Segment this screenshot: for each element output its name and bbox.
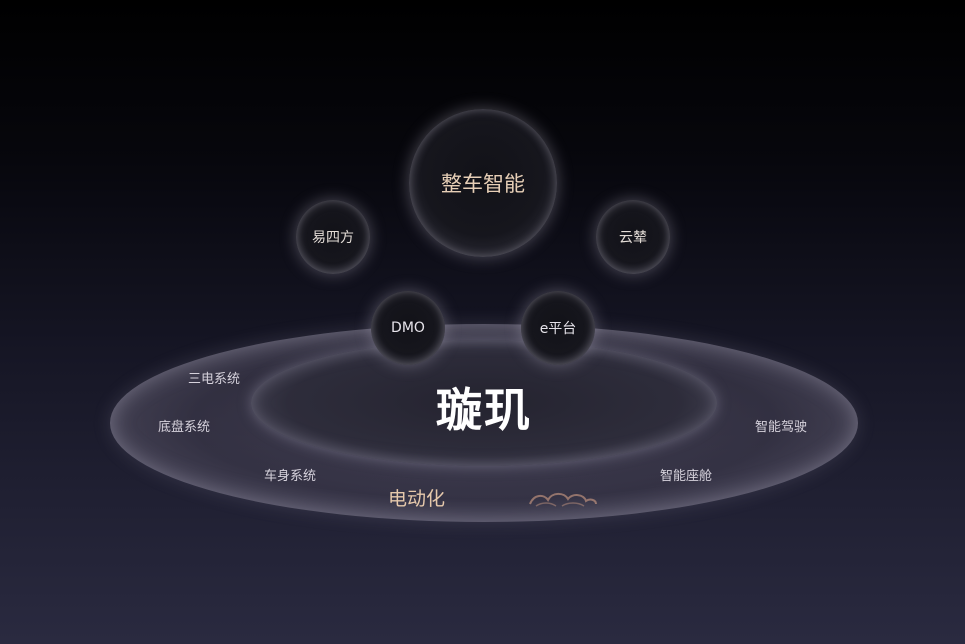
- label-chassis-system: 底盘系统: [158, 420, 211, 435]
- center-logo: 璇玑: [436, 383, 532, 437]
- sphere-vehicle-intelligence-label: 整车智能: [441, 172, 525, 196]
- inner-ring: [251, 340, 717, 466]
- sphere-e-platform-label: e平台: [539, 321, 577, 337]
- sphere-e-platform: e平台: [521, 291, 595, 365]
- label-smart-cockpit: 智能座舱: [660, 469, 713, 484]
- sphere-yi-sifang: 易四方: [296, 200, 370, 274]
- sphere-dmo: DMO: [371, 291, 445, 365]
- cloud-pattern-icon: [529, 492, 597, 507]
- sphere-yunnian-label: 云辇: [619, 230, 647, 246]
- sphere-yunnian: 云辇: [596, 200, 670, 274]
- sphere-yi-sifang-label: 易四方: [312, 230, 354, 246]
- sphere-vehicle-intelligence: 整车智能: [409, 109, 557, 257]
- label-smart-driving: 智能驾驶: [755, 420, 808, 435]
- label-body-system: 车身系统: [264, 469, 317, 484]
- label-electrification: 电动化: [388, 488, 446, 510]
- label-san-dian-system: 三电系统: [188, 372, 241, 387]
- sphere-dmo-label: DMO: [391, 320, 425, 336]
